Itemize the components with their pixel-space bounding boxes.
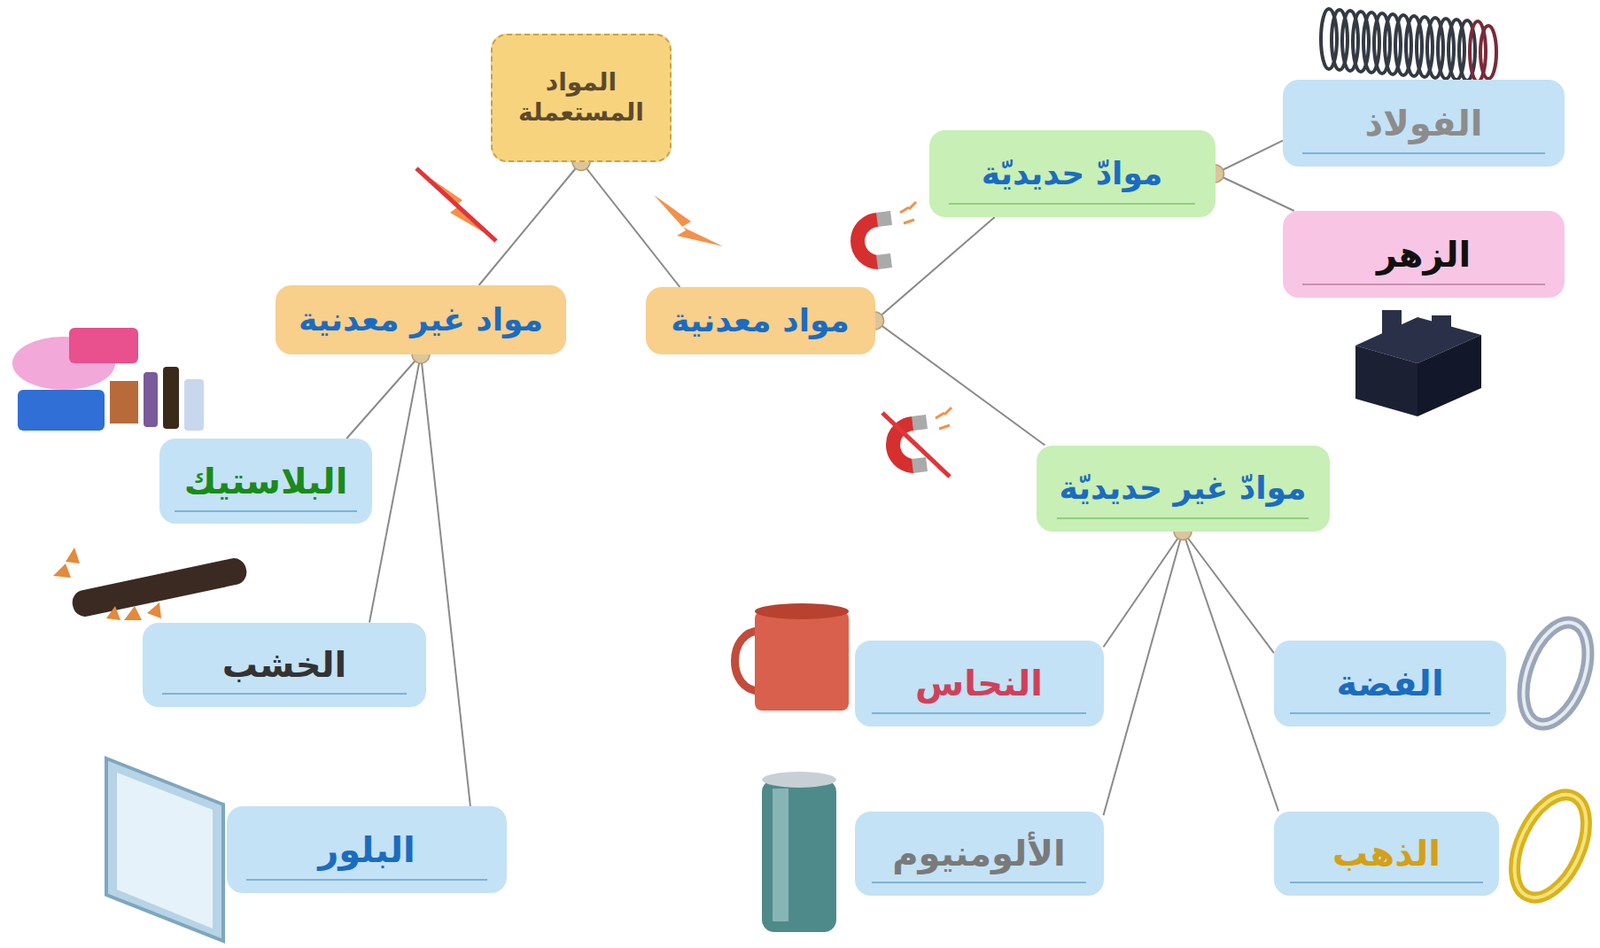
connector-line (875, 320, 1046, 446)
material-box: البلاستيك (159, 438, 373, 524)
subcategory-box: موادّ غير حديديّة (1036, 445, 1330, 532)
node-label: الخشب (222, 643, 348, 686)
node-label: الزهر (1376, 233, 1471, 276)
material-box: الألومنيوم (854, 811, 1104, 896)
material-box: الفضة (1273, 640, 1507, 727)
connector-line (1182, 531, 1274, 654)
gold-ring-icon (1499, 783, 1600, 909)
node-label: موادّ غير حديديّة (1059, 468, 1307, 507)
material-box: الفولاذ (1282, 79, 1565, 167)
connector-line (581, 162, 680, 288)
glass-pane-icon (106, 758, 224, 941)
node-label: الألومنيوم (892, 831, 1065, 875)
no-magnet-icon (882, 407, 952, 477)
node-label: المواد المستعملة (512, 67, 651, 127)
connector-line (1215, 173, 1295, 211)
copper-mug-icon (735, 603, 850, 711)
material-box: الزهر (1282, 210, 1565, 298)
node-label: النحاس (915, 661, 1043, 705)
connector-line (346, 354, 421, 439)
guide-line (1289, 712, 1490, 715)
node-label: الفولاذ (1365, 101, 1484, 145)
aluminium-can-icon (761, 771, 837, 933)
guide-line (162, 692, 406, 695)
magnet-icon (857, 201, 917, 263)
material-box: البلور (226, 806, 507, 894)
guide-line (948, 202, 1196, 205)
subcategory-box: موادّ حديديّة (929, 130, 1216, 218)
wood-branch-icon (53, 547, 249, 621)
node-label: مواد غير معدنية (298, 300, 544, 339)
node-label: موادّ حديديّة (981, 154, 1164, 193)
connector-line (479, 162, 582, 287)
guide-line (1302, 283, 1546, 286)
node-label: البلور (318, 828, 416, 871)
node-label: مواد معدنية (670, 301, 850, 340)
no-electricity-icon (416, 168, 497, 241)
cast-iron-icon (1355, 310, 1482, 417)
connector-line (875, 217, 995, 321)
connector-line (369, 354, 421, 623)
plastic-items-icon (12, 327, 204, 431)
category-box: مواد غير معدنية (275, 285, 567, 355)
node-label: الفضة (1335, 661, 1444, 705)
connector-line (1215, 140, 1284, 174)
silver-ring-icon (1510, 613, 1600, 734)
guide-line (174, 510, 358, 513)
connector-line (1103, 531, 1184, 816)
connector-line (420, 354, 471, 807)
guide-line (871, 712, 1087, 715)
guide-line (246, 878, 488, 881)
root-box: المواد المستعملة (490, 33, 672, 163)
guide-line (1289, 881, 1484, 884)
guide-line (1056, 517, 1310, 520)
guide-line (871, 881, 1087, 884)
node-label: البلاستيك (184, 459, 349, 503)
spring-icon (1320, 8, 1497, 82)
electricity-icon (653, 194, 723, 247)
guide-line (1302, 152, 1546, 155)
connector-line (1103, 531, 1184, 648)
material-box: الخشب (142, 622, 427, 707)
category-box: مواد معدنية (645, 287, 876, 355)
node-label: الذهب (1332, 831, 1441, 875)
material-box: النحاس (854, 640, 1104, 727)
connector-line (1182, 531, 1279, 812)
material-box: الذهب (1273, 811, 1500, 896)
